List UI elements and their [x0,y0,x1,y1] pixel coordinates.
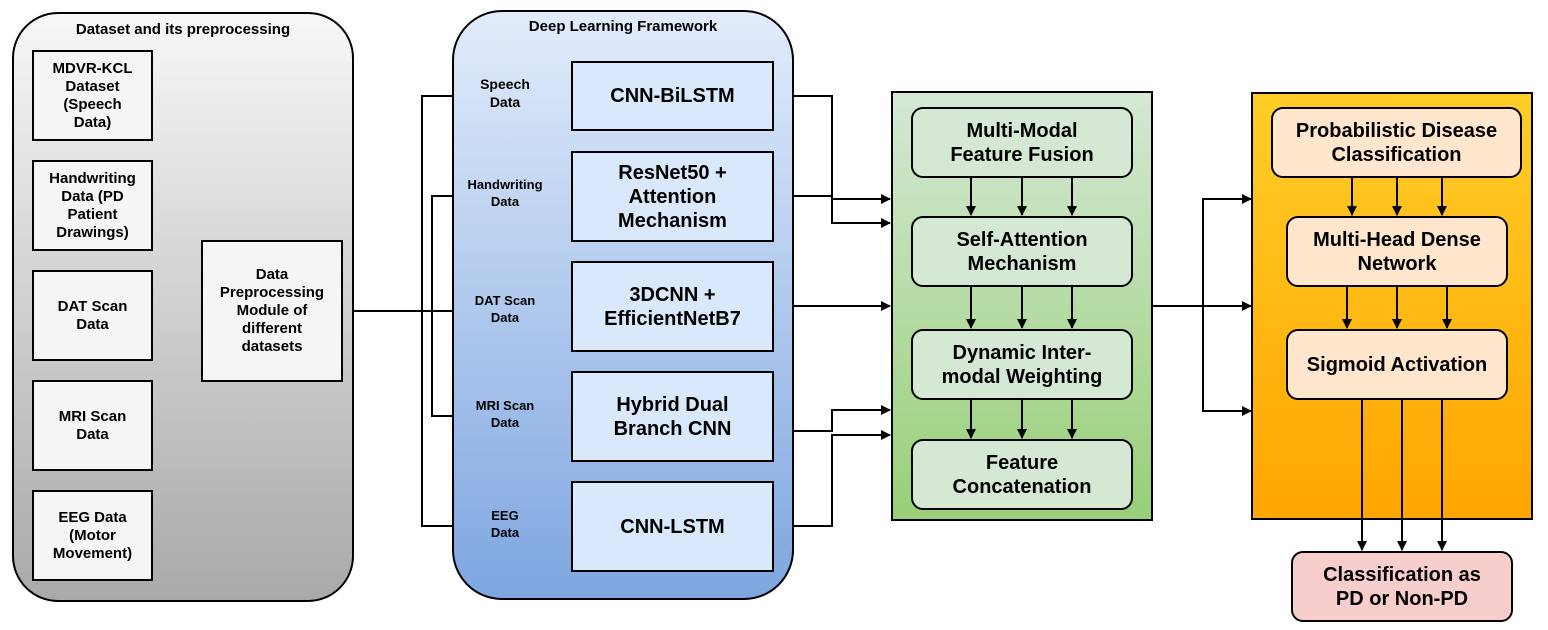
fusion-multimodal-feature-fusion: Multi-Modal Feature Fusion [911,107,1133,178]
classifier-multihead-dense: Multi-Head Dense Network [1286,216,1508,287]
model-cnn-bilstm: CNN-BiLSTM [571,61,774,131]
preprocessing-module: Data Preprocessing Module of different d… [201,240,343,382]
fusion-self-attention: Self-Attention Mechanism [911,216,1133,287]
source-handwriting-data: Handwriting Data (PD Patient Drawings) [32,160,153,251]
arrow-eeg-model-to-fusion [773,430,891,527]
route-label-mri-scan: MRI Scan Data [475,398,535,430]
arrow-fusion-to-classifier-top [1202,194,1252,306]
model-resnet50-attention: ResNet50 + Attention Mechanism [571,151,774,242]
arrow-mri-model-to-fusion [773,405,891,432]
fusion-feature-concatenation: Feature Concatenation [911,439,1133,510]
source-eeg-data: EEG Data (Motor Movement) [32,490,153,581]
output-classification: Classification as PD or Non-PD [1291,551,1513,622]
route-label-dat-scan: DAT Scan Data [474,293,536,325]
route-label-eeg: EEG Data [490,508,520,540]
arrow-speech-model-to-fusion [773,95,891,228]
classifier-sigmoid: Sigmoid Activation [1286,329,1508,400]
source-mri-scan-data: MRI Scan Data [32,380,153,471]
model-3dcnn-efficientnetb7: 3DCNN + EfficientNetB7 [571,261,774,352]
arrow-fusion-to-classifier-bottom [1202,306,1252,416]
route-label-speech: Speech Data [480,76,530,111]
model-hybrid-dual-branch-cnn: Hybrid Dual Branch CNN [571,371,774,462]
route-label-handwriting: Handwriting Data [467,177,543,209]
arrow-handwriting-model-to-fusion [773,194,891,204]
model-cnn-lstm: CNN-LSTM [571,481,774,572]
dataset-panel-title: Dataset and its preprocessing [75,21,291,38]
framework-panel-title: Deep Learning Framework [528,18,718,35]
source-dat-scan-data: DAT Scan Data [32,270,153,361]
fusion-dynamic-weighting: Dynamic Inter- modal Weighting [911,329,1133,400]
classifier-probabilistic: Probabilistic Disease Classification [1271,107,1522,178]
source-speech-data: MDVR-KCL Dataset (Speech Data) [32,50,153,141]
